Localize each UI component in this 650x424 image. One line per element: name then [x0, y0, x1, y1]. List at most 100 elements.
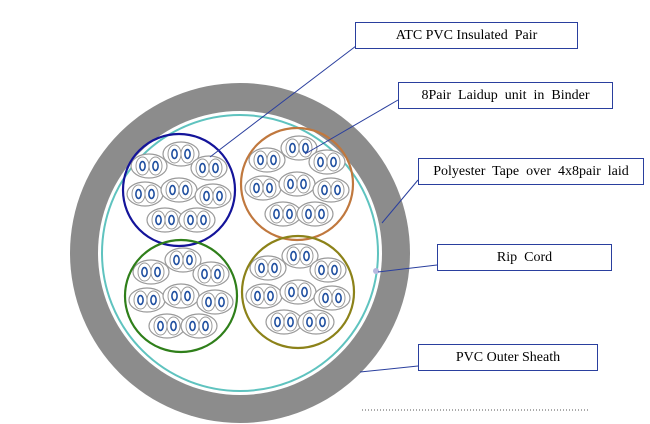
insulated-pair — [180, 313, 218, 339]
conductor — [319, 316, 326, 328]
conductor — [137, 294, 144, 306]
insulated-pair — [296, 201, 334, 227]
rip-cord — [373, 268, 379, 274]
pairs — [126, 141, 232, 233]
conductor — [287, 316, 294, 328]
conductor — [218, 296, 225, 308]
conductor — [267, 290, 274, 302]
conductor — [290, 250, 297, 262]
insulated-pair — [279, 279, 317, 305]
conductor — [182, 184, 189, 196]
conductor — [171, 290, 178, 302]
conductor — [200, 214, 207, 226]
label-pvc-outer-sheath: PVC Outer Sheath — [418, 344, 598, 371]
conductor — [150, 294, 157, 306]
binder-unit-top-right — [239, 126, 355, 242]
conductor — [273, 208, 280, 220]
conductor — [266, 182, 273, 194]
pairs — [128, 247, 234, 339]
insulated-pair — [280, 135, 318, 161]
conductor — [331, 264, 338, 276]
insulated-pair — [162, 141, 200, 167]
conductor — [154, 266, 161, 278]
leader-line-pvc — [359, 365, 419, 373]
label-8pair-laidup-unit: 8Pair Laidup unit in Binder — [398, 82, 613, 109]
conductor — [201, 268, 208, 280]
insulated-pair — [281, 243, 319, 269]
conductor — [148, 188, 155, 200]
conductor — [317, 156, 324, 168]
conductor — [335, 292, 342, 304]
conductor — [254, 290, 261, 302]
insulated-pair — [264, 201, 302, 227]
binder-unit-bottom-left — [123, 238, 239, 354]
polyester-tape — [101, 114, 379, 392]
conductor — [199, 162, 206, 174]
conductor — [303, 250, 310, 262]
conductor — [171, 148, 178, 160]
insulated-pair — [297, 309, 335, 335]
binder-unit-bottom-right — [240, 234, 356, 350]
pairs — [244, 135, 350, 227]
insulated-pair — [162, 283, 200, 309]
conductor — [287, 178, 294, 190]
conductor — [289, 142, 296, 154]
conductor — [330, 156, 337, 168]
conductor — [168, 214, 175, 226]
insulated-pair — [278, 171, 316, 197]
insulated-pair — [146, 207, 184, 233]
insulated-pair — [190, 155, 228, 181]
conductor — [139, 160, 146, 172]
conductor — [322, 292, 329, 304]
insulated-pair — [313, 285, 351, 311]
conductor — [334, 184, 341, 196]
conductor — [212, 162, 219, 174]
conductor — [152, 160, 159, 172]
binder-ring — [239, 126, 355, 242]
conductor — [170, 320, 177, 332]
conductor — [169, 184, 176, 196]
leader-line-rip — [377, 264, 438, 273]
conductor — [286, 208, 293, 220]
conductor — [300, 178, 307, 190]
conductor — [288, 286, 295, 298]
conductor — [301, 286, 308, 298]
insulated-pair — [148, 313, 186, 339]
conductor — [189, 320, 196, 332]
conductor — [274, 316, 281, 328]
conductor — [184, 290, 191, 302]
insulated-pair — [244, 175, 282, 201]
insulated-pair — [128, 287, 166, 313]
binder-unit-top-left — [121, 132, 237, 248]
conductor — [302, 142, 309, 154]
leader-line-tape — [381, 179, 419, 224]
conductor — [318, 264, 325, 276]
conductor — [305, 208, 312, 220]
insulated-pair — [132, 259, 170, 285]
binder-ring — [121, 132, 237, 248]
conductor — [271, 262, 278, 274]
conductor — [216, 190, 223, 202]
conductor — [187, 214, 194, 226]
insulated-pair — [192, 261, 230, 287]
pairs — [245, 243, 351, 335]
conductor — [257, 154, 264, 166]
conductor — [270, 154, 277, 166]
leader-line-atc — [209, 45, 357, 158]
conductor — [184, 148, 191, 160]
binder-units-group — [121, 126, 356, 354]
insulated-pair — [265, 309, 303, 335]
insulated-pair — [249, 255, 287, 281]
binder-ring — [123, 238, 239, 354]
conductor — [258, 262, 265, 274]
conductor — [155, 214, 162, 226]
insulated-pair — [126, 181, 164, 207]
insulated-pair — [130, 153, 168, 179]
conductor — [203, 190, 210, 202]
conductor — [141, 266, 148, 278]
conductor — [321, 184, 328, 196]
conductor — [306, 316, 313, 328]
label-atc-pvc-insulated-pair: ATC PVC Insulated Pair — [355, 22, 578, 49]
insulated-pair — [248, 147, 286, 173]
